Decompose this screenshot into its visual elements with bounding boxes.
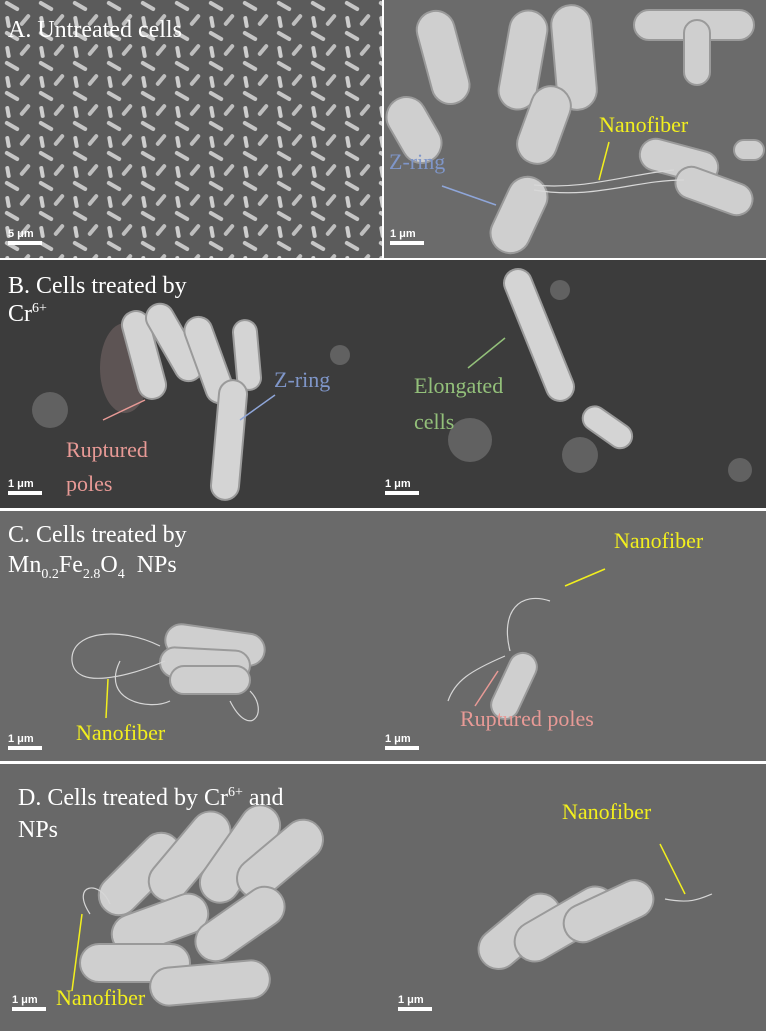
scale-bar-a-left: 5 μm <box>8 228 42 245</box>
annotation-nanofiber: Nanofiber <box>599 112 689 137</box>
scale-bar-line <box>8 491 42 495</box>
annotation-ruptured-poles-line2: poles <box>66 471 113 496</box>
annotation-nanofiber-left: Nanofiber <box>56 985 146 1010</box>
annotation-nanofiber-right: Nanofiber <box>562 799 652 824</box>
annotation-z-ring: Z-ring <box>274 367 331 392</box>
title-superscript: 6+ <box>32 301 47 316</box>
annotation-nanofiber-left: Nanofiber <box>76 720 166 745</box>
panel-a-left: A. Untreated cells 5 μm <box>0 0 382 258</box>
scale-bar-c-left: 1 μm <box>8 733 42 750</box>
panel-a-title: A. Untreated cells <box>8 17 182 43</box>
annotation-nanofiber-right: Nanofiber <box>614 528 704 553</box>
scale-bar-d-right: 1 μm <box>398 994 432 1011</box>
panel-d-title-line1: D. Cells treated by Cr6+ and <box>18 785 284 811</box>
scale-bar-line <box>385 491 419 495</box>
scale-bar-line <box>8 241 42 245</box>
formula-fe: Fe <box>58 552 83 578</box>
scale-bar-label: 1 μm <box>390 228 416 240</box>
scale-bar-label: 1 μm <box>8 478 34 490</box>
scale-bar-label: 1 μm <box>398 994 424 1006</box>
scale-bar-c-right: 1 μm <box>385 733 419 750</box>
scale-bar-line <box>12 1007 46 1011</box>
annotation-elongated-line1: Elongated <box>414 373 504 398</box>
scale-bar-label: 1 μm <box>385 478 411 490</box>
formula-suffix: NPs <box>136 552 177 578</box>
panel-b-title-line2: Cr6+ <box>8 301 47 327</box>
title-superscript: 6+ <box>227 785 243 800</box>
panel-d-title-line2: NPs <box>18 817 59 843</box>
micrograph-untreated-closeup <box>385 4 765 255</box>
title-cr: Cr <box>8 301 32 327</box>
scale-bar-label: 1 μm <box>8 733 34 745</box>
scale-bar-b-right: 1 μm <box>385 478 419 495</box>
scale-bar-label: 5 μm <box>8 228 34 240</box>
panel-a-right: Z-ring Nanofiber 1 μm <box>384 0 766 258</box>
annotation-ruptured-poles: Ruptured poles <box>460 706 594 731</box>
annotation-ruptured-poles-line1: Ruptured <box>66 437 148 462</box>
micrograph-untreated-overview <box>0 0 382 258</box>
micrograph-cr6-and-np-treated <box>71 804 713 1007</box>
panel-c-title-formula: Mn0.2Fe2.8O4 NPs <box>8 552 177 582</box>
annotation-elongated-line2: cells <box>414 409 455 434</box>
panel-d: D. Cells treated by Cr6+ and NPs Nanofib… <box>0 764 766 1031</box>
panel-c-title-line1: C. Cells treated by <box>8 522 187 548</box>
formula-o: O <box>100 552 118 578</box>
title-text-and: and <box>242 785 284 811</box>
scale-bar-line <box>398 1007 432 1011</box>
scale-bar-line <box>390 241 424 245</box>
scale-bar-label: 1 μm <box>12 994 38 1006</box>
micrograph-cr6-treated <box>32 268 752 501</box>
micrograph-np-treated <box>71 568 606 722</box>
panel-b-title-line1: B. Cells treated by <box>8 273 187 299</box>
formula-o-sub: 4 <box>117 566 125 582</box>
scale-bar-b-left: 1 μm <box>8 478 42 495</box>
annotation-z-ring: Z-ring <box>389 149 446 174</box>
panel-b: B. Cells treated by Cr6+ Z-ring Ruptured… <box>0 260 766 508</box>
formula-mn-sub: 0.2 <box>41 566 59 582</box>
scale-bar-label: 1 μm <box>385 733 411 745</box>
scale-bar-d-left: 1 μm <box>12 994 46 1011</box>
scale-bar-line <box>8 746 42 750</box>
scale-bar-a-right: 1 μm <box>390 228 424 245</box>
scale-bar-line <box>385 746 419 750</box>
panel-c: C. Cells treated by Mn0.2Fe2.8O4 NPs Nan… <box>0 511 766 761</box>
title-text: D. Cells treated by Cr <box>18 785 228 811</box>
formula-fe-sub: 2.8 <box>82 566 101 582</box>
formula-mn: Mn <box>8 552 42 578</box>
